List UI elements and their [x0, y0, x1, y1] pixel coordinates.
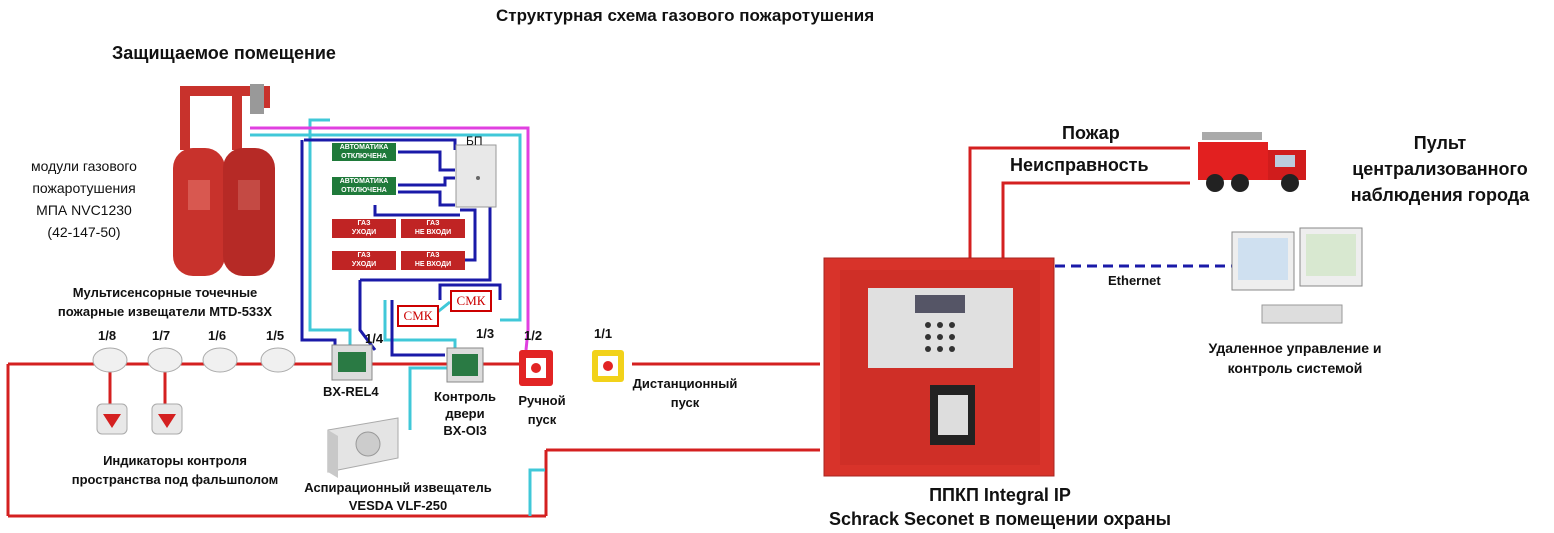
sign-line: АВТОМАТИКА: [339, 178, 389, 185]
sign-auto-off-1: АВТОМАТИКА ОТКЛЮЧЕНА: [332, 143, 396, 161]
panel-keypad: [925, 322, 955, 352]
smoke-detectors: [92, 347, 296, 373]
detectors-caption: Мультисенсорные точечные пожарные извеща…: [40, 283, 290, 321]
caption-line: (42-147-50): [47, 224, 121, 240]
remote-start-caption: Дистанционный пуск: [620, 374, 750, 412]
indicator-lamps: [96, 403, 183, 435]
diagram-title: Структурная схема газового пожаротушения: [496, 6, 875, 25]
manual-start-address: 1/2: [524, 328, 543, 343]
fire-truck: [1198, 132, 1306, 192]
computer-workstations: [1231, 227, 1363, 324]
bx-rel4-address: 1/4: [365, 331, 384, 346]
sign-line: ГАЗ: [426, 252, 440, 259]
magenta-wire: [250, 126, 530, 351]
sign-line: АВТОМАТИКА: [339, 144, 389, 151]
smk-sensor-1: СМК: [397, 305, 439, 327]
caption-line: пуск: [527, 412, 557, 427]
remote-start-button: [592, 350, 624, 382]
sign-line: НЕ ВХОДИ: [414, 229, 452, 236]
caption-line: МПА NVC1230: [36, 202, 132, 218]
caption-line: пуск: [670, 395, 700, 410]
sign-gas-no-enter-2: ГАЗ НЕ ВХОДИ: [401, 251, 465, 270]
address-1-5: 1/5: [266, 328, 285, 343]
sign-line: ГАЗ: [357, 220, 371, 227]
caption-line: пространства под фальшполом: [71, 472, 279, 487]
fire-control-panel: [823, 257, 1055, 477]
caption-line: двери: [445, 406, 485, 421]
bx-oi3-address: 1/3: [476, 326, 495, 341]
vesda-caption: Аспирационный извещатель VESDA VLF-250: [278, 479, 518, 515]
ethernet-label: Ethernet: [1108, 273, 1161, 288]
manual-start-caption: Ручной пуск: [512, 391, 572, 429]
address-1-6: 1/6: [208, 328, 227, 343]
addressable-loop: [6, 362, 820, 518]
caption-line: контроль системой: [1227, 360, 1363, 376]
vesda-unit: [327, 417, 399, 478]
bx-rel4-module: [331, 344, 373, 381]
caption-line: Schrack Seconet в помещении охраны: [828, 509, 1172, 529]
caption-line: централизованного: [1352, 159, 1528, 179]
monitoring-caption: Пульт централизованного наблюдения город…: [1320, 130, 1554, 208]
sign-line: УХОДИ: [351, 229, 377, 236]
caption-line: VESDA VLF-250: [348, 498, 448, 513]
sign-gas-leave-2: ГАЗ УХОДИ: [332, 251, 396, 270]
fire-signal-label: Пожар: [1062, 123, 1120, 143]
bx-oi3-caption: Контроль двери BX-OI3: [430, 388, 500, 439]
zone-title: Защищаемое помещение: [112, 43, 336, 63]
caption-line: Аспирационный извещатель: [304, 480, 492, 495]
sign-line: ОТКЛЮЧЕНА: [341, 187, 387, 194]
caption-line: Мультисенсорные точечные: [72, 285, 258, 300]
indicators-caption: Индикаторы контроля пространства под фал…: [50, 451, 300, 489]
bx-oi3-module: [446, 347, 484, 383]
caption-line: пожаротушения: [32, 180, 136, 196]
caption-line: Удаленное управление и: [1208, 340, 1382, 356]
sign-line: ГАЗ: [426, 220, 440, 227]
panel-caption: ППКП Integral IP Schrack Seconet в помещ…: [770, 483, 1230, 531]
fault-signal-label: Неисправность: [1010, 155, 1149, 175]
address-1-8: 1/8: [98, 328, 117, 343]
smk-sensor-2: СМК: [450, 290, 492, 312]
caption-line: модули газового: [31, 158, 137, 174]
caption-line: Индикаторы контроля: [103, 453, 247, 468]
caption-line: Дистанционный: [632, 376, 738, 391]
sign-line: НЕ ВХОДИ: [414, 261, 452, 268]
bx-rel4-label: BX-REL4: [323, 384, 379, 399]
sign-auto-off-2: АВТОМАТИКА ОТКЛЮЧЕНА: [332, 177, 396, 195]
power-supply-label: БП: [466, 134, 483, 148]
gas-cylinders: [173, 84, 275, 276]
caption-line: Контроль: [434, 389, 496, 404]
caption-line: BX-OI3: [443, 423, 487, 438]
cylinder-modules-caption: модули газового пожаротушения МПА NVC123…: [14, 155, 154, 243]
signal-wires: [968, 146, 1190, 258]
remote-control-caption: Удаленное управление и контроль системой: [1180, 338, 1410, 378]
address-1-7: 1/7: [152, 328, 171, 343]
manual-call-point: [519, 350, 553, 386]
caption-line: Пульт: [1413, 133, 1467, 153]
remote-start-address: 1/1: [594, 326, 613, 341]
sign-gas-leave-1: ГАЗ УХОДИ: [332, 219, 396, 238]
sign-line: УХОДИ: [351, 261, 377, 268]
caption-line: ППКП Integral IP: [929, 485, 1071, 505]
power-supply-box: [455, 144, 497, 208]
caption-line: пожарные извещатели MTD-533X: [57, 304, 273, 319]
caption-line: Ручной: [518, 393, 566, 408]
sign-gas-no-enter-1: ГАЗ НЕ ВХОДИ: [401, 219, 465, 238]
caption-line: наблюдения города: [1350, 185, 1530, 205]
sign-line: ГАЗ: [357, 252, 371, 259]
sign-line: ОТКЛЮЧЕНА: [341, 153, 387, 160]
